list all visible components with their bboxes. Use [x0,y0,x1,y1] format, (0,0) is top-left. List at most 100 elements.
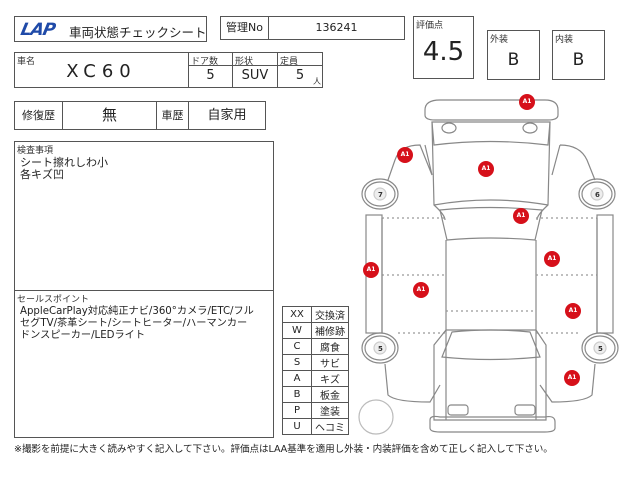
legend-meaning: 塗装 [311,402,349,419]
damage-marker[interactable]: A1 [565,303,581,319]
wheel-front-left-inner [364,335,396,361]
legend-code: XX [282,306,312,323]
right-rear-fender [551,144,596,181]
usage-history-value: 自家用 [207,108,247,123]
legend-code: S [282,354,312,371]
legend-meaning: 板金 [311,386,349,403]
wheel-rear-left-label: 7 [378,191,383,199]
headlight-right [514,404,536,416]
wheel-front-right-label: 5 [598,345,603,353]
score-box: 評価点 4.5 [413,16,474,79]
damage-marker[interactable]: A1 [519,94,535,110]
legend-meaning: 補修跡 [311,322,349,339]
score-label: 評価点 [416,21,444,31]
wheel-rear-right [578,178,616,210]
right-front-fender [539,363,596,403]
footer-note: ※撮影を前提に大きく読みやすく記入して下さい。評価点はLAA基準を適用し外装・内… [14,444,553,455]
management-no-box: 管理No 136241 [220,16,405,40]
wheel-rear-right-inner [581,181,613,207]
wheel-rear-right-hub [590,187,604,201]
legend-code: U [282,418,312,435]
wheel-rear-left [361,178,399,210]
rear-light-left [441,122,457,134]
inspection-box: 検査事項 シート擦れしわ小 各キズ凹 [14,141,274,291]
sales-point-box: セールスポイント AppleCarPlay対応純正ナビ/360°カメラ/ETC/… [14,290,274,438]
history-box: 修復歴 無 車歴 自家用 [14,101,266,130]
damage-marker[interactable]: A1 [397,147,413,163]
capacity-value: 5 [295,68,305,83]
rear-glass-area [431,121,551,146]
doors-label-cell [189,53,232,66]
damage-marker[interactable]: A1 [478,161,494,177]
doors-value: 5 [206,68,215,83]
damage-marker[interactable]: A1 [564,370,580,386]
sales-point-line: AppleCarPlay対応純正ナビ/360°カメラ/ETC/フル [20,306,254,317]
headlight-left [447,404,469,416]
exterior-value: B [507,50,520,70]
blank-circle [358,399,394,435]
vehicle-name-label: 車名 [17,57,36,67]
inspection-line: 各キズ凹 [20,168,64,181]
sheet-title-box: LAP 車両状態チェックシート [14,16,207,42]
capacity-label: 定員 [280,57,299,67]
roof-rear-edge [433,199,549,206]
legend-code: C [282,338,312,355]
shape-value: SUV [241,68,269,83]
repair-history-value: 無 [63,102,157,129]
left-front-fender [384,363,441,403]
sheet-title: 車両状態チェックシート [69,25,207,40]
shape-box: 形状 SUV [232,52,278,88]
sales-point-line: ドンスピーカー/LEDライト [20,330,146,341]
legend-meaning: サビ [311,354,349,371]
wheel-rear-left-hub [373,187,387,201]
wheel-front-left-label: 5 [378,345,383,353]
shape-label: 形状 [235,57,254,67]
wheel-front-left-hub [373,341,387,355]
legend-code: A [282,370,312,387]
legend-meaning: 交換済 [311,306,349,323]
capacity-box: 定員 5 人 [277,52,323,88]
vehicle-name-box: 車名 XC60 [14,52,189,88]
doors-label: ドア数 [191,57,219,67]
inspection-label: 検査事項 [17,146,54,156]
wheel-rear-left-inner [364,181,396,207]
wheel-rear-right-label: 6 [595,191,600,199]
damage-marker[interactable]: A1 [513,208,529,224]
wheel-front-right-inner [584,335,616,361]
shape-label-cell [233,53,277,66]
rear-bumper [424,99,559,121]
interior-value: B [572,50,585,70]
management-no-value: 136241 [315,21,358,34]
damage-marker[interactable]: A1 [363,262,379,278]
exterior-label: 外装 [490,35,509,45]
repair-history-label: 修復歴 [15,102,63,129]
inspection-text: シート擦れしわ小 各キズ凹 [20,157,108,181]
sales-point-text: AppleCarPlay対応純正ナビ/360°カメラ/ETC/フル セグTV/茶… [20,306,254,342]
rear-light-right [522,122,538,134]
rear-window [439,206,543,241]
legend-meaning: キズ [311,370,349,387]
legend-code: P [282,402,312,419]
sales-point-line: セグTV/茶革シート/シートヒーター/ハーマンカー [20,318,248,329]
lap-logo: LAP [18,20,57,40]
inspection-line: シート擦れしわ小 [20,156,108,169]
capacity-label-cell [278,53,322,66]
vehicle-name-value: XC60 [66,61,137,82]
front-bumper [429,415,556,433]
interior-box: 内装 B [552,30,605,80]
legend-meaning: 腐食 [311,338,349,355]
capacity-unit: 人 [313,77,321,86]
score-value: 4.5 [422,37,465,67]
management-no-label: 管理No [221,17,269,39]
damage-marker[interactable]: A1 [544,251,560,267]
damage-marker[interactable]: A1 [413,282,429,298]
